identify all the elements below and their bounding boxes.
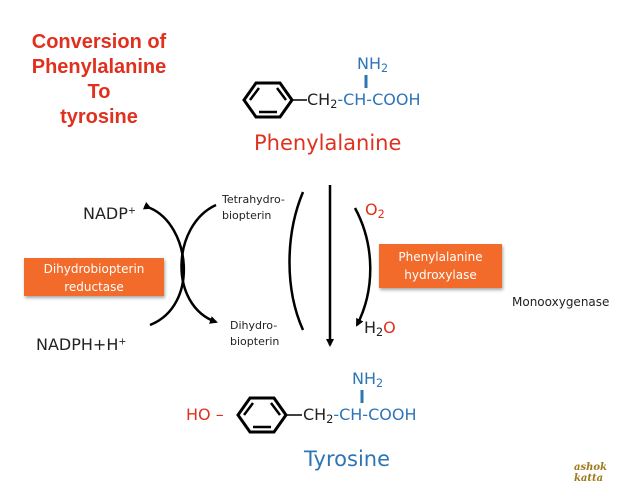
water-label: H2O bbox=[364, 318, 396, 339]
nh-subscript: 2 bbox=[381, 61, 389, 75]
nadph-label: NADPH+H+ bbox=[36, 335, 126, 354]
hydroxyl-group: HO – bbox=[186, 405, 224, 424]
chain-rest-text: -CH-COOH bbox=[337, 90, 421, 109]
phenylalanine-amino-group: NH2 bbox=[357, 54, 389, 75]
ch-text: CH bbox=[307, 90, 331, 109]
phenylalanine-benzene-ring bbox=[242, 81, 294, 119]
cofactor-top-line-1: Tetrahydro- bbox=[222, 193, 285, 206]
ch-subscript: 2 bbox=[326, 412, 334, 426]
phenylalanine-name: Phenylalanine bbox=[254, 131, 402, 155]
left-cycle-inner-arc bbox=[180, 203, 218, 324]
tyrosine-amino-group: NH2 bbox=[352, 369, 384, 390]
enzyme-line-1: Dihydrobiopterin bbox=[43, 262, 145, 276]
nh-subscript: 2 bbox=[376, 376, 384, 390]
h-subscript: 2 bbox=[376, 325, 384, 339]
enzyme-line-1: Phenylalanine bbox=[398, 250, 483, 264]
monooxygenase-label: Monooxygenase bbox=[512, 295, 610, 309]
enzyme-line-2: hydroxylase bbox=[404, 268, 477, 282]
enzyme-line-2: reductase bbox=[64, 280, 124, 294]
author-signature: ashok katta bbox=[574, 462, 607, 484]
tetrahydrobiopterin-label: Tetrahydro- biopterin bbox=[222, 192, 285, 224]
ch-text: CH bbox=[303, 405, 327, 424]
phenylalanine-hydroxylase-box: Phenylalanine hydroxylase bbox=[379, 244, 502, 288]
nadp-text: NADP bbox=[83, 204, 128, 223]
slide-title: Conversion of Phenylalanine To tyrosine bbox=[4, 30, 194, 130]
cofactor-bottom-line-2: biopterin bbox=[230, 335, 280, 348]
tyrosine-side-chain: CH2-CH-COOH bbox=[303, 405, 417, 426]
title-line-4: tyrosine bbox=[60, 106, 138, 128]
o-tail-text: O bbox=[383, 318, 396, 337]
phenylalanine-side-chain: CH2-CH-COOH bbox=[307, 90, 421, 111]
nadp-label: NADP+ bbox=[83, 204, 136, 223]
tyrosine-benzene-ring bbox=[236, 396, 288, 434]
chain-rest-text: -CH-COOH bbox=[333, 405, 417, 424]
right-cycle-left-arc bbox=[288, 191, 305, 331]
dihydrobiopterin-label: Dihydro- biopterin bbox=[230, 318, 279, 350]
right-cycle-right-arc bbox=[353, 207, 372, 327]
left-cycle-outer-arc bbox=[142, 201, 185, 327]
nadph-text: NADPH+H bbox=[36, 335, 119, 354]
dihydrobiopterin-reductase-box: Dihydrobiopterin reductase bbox=[24, 258, 164, 296]
cofactor-top-line-2: biopterin bbox=[222, 209, 272, 222]
nh-text: NH bbox=[352, 369, 376, 388]
title-line-2: Phenylalanine bbox=[31, 56, 167, 78]
cofactor-bottom-line-1: Dihydro- bbox=[230, 319, 278, 332]
tyrosine-name: Tyrosine bbox=[304, 447, 391, 471]
oxygen-label: O2 bbox=[365, 200, 385, 221]
nh-text: NH bbox=[357, 54, 381, 73]
ch-subscript: 2 bbox=[330, 97, 338, 111]
o-text: O bbox=[365, 200, 378, 219]
o-subscript: 2 bbox=[377, 207, 385, 221]
h-text: H bbox=[364, 318, 377, 337]
nadph-superscript: + bbox=[118, 336, 127, 348]
nadp-superscript: + bbox=[127, 205, 136, 217]
title-line-1: Conversion of bbox=[31, 31, 167, 53]
title-line-3: To bbox=[87, 81, 111, 103]
